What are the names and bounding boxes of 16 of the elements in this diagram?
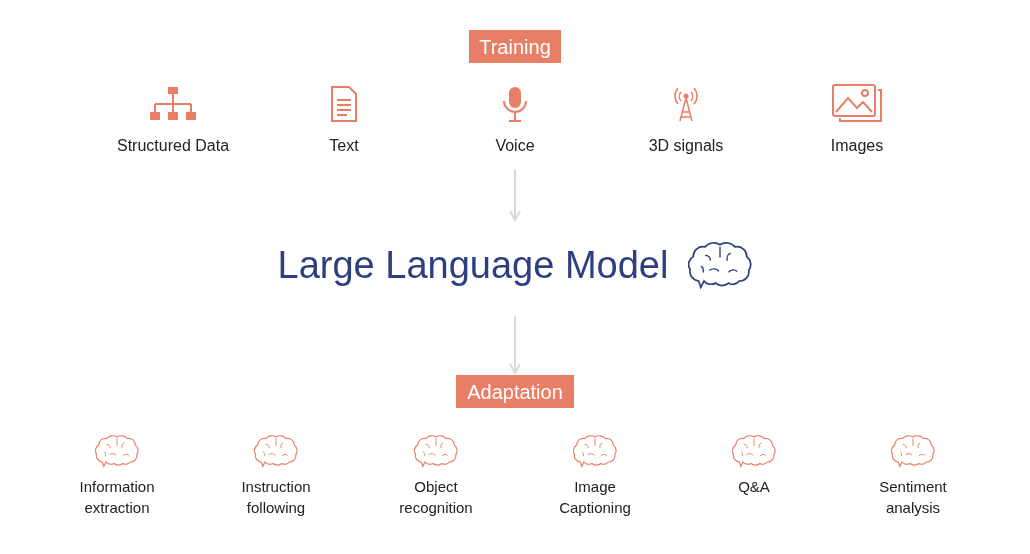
item-label: Object recognition <box>398 477 474 518</box>
item-label: Sentiment analysis <box>878 477 948 518</box>
item-label: Image Captioning <box>558 477 632 518</box>
item-label: Instruction following <box>240 477 312 518</box>
model-title: Large Language Model <box>277 242 669 288</box>
item-label: Images <box>830 136 884 156</box>
item-label: Information extraction <box>78 477 156 518</box>
item-label: Voice <box>495 136 535 156</box>
item-label: Q&A <box>737 477 771 497</box>
item-label: Text <box>329 136 359 156</box>
arrow <box>509 169 521 221</box>
section-tag: Adaptation <box>456 375 574 408</box>
item-label: 3D signals <box>648 136 724 156</box>
arrow <box>509 315 521 374</box>
item-label: Structured Data <box>116 136 230 156</box>
section-tag: Training <box>469 30 561 63</box>
